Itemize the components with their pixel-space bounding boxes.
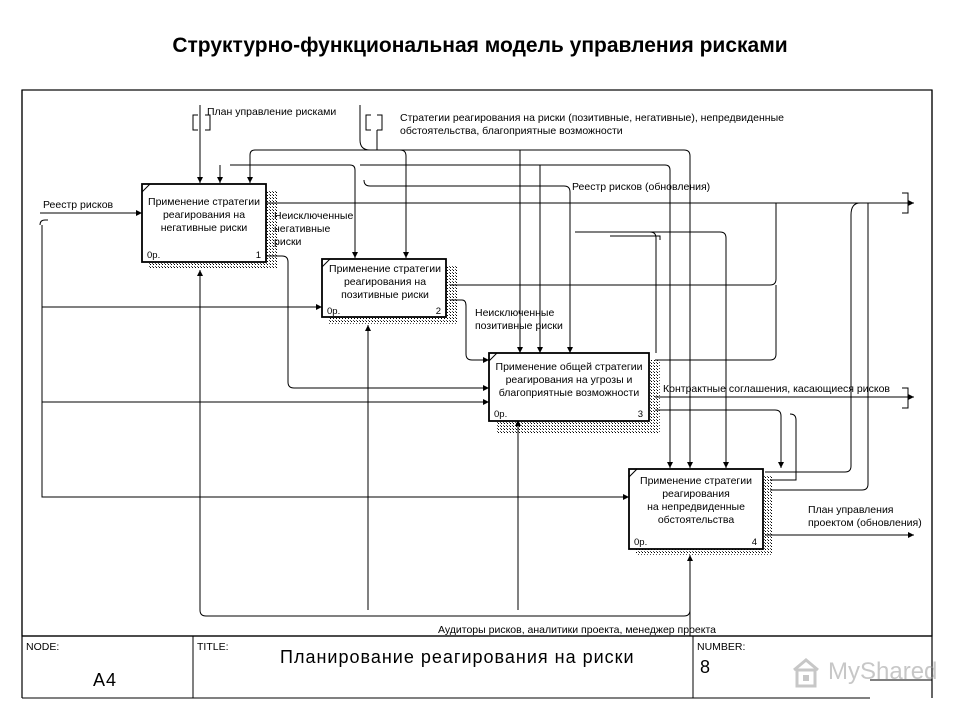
box-4-cost: 0р. [634, 537, 647, 548]
label-neg-remaining-1: Неисключенные [274, 210, 353, 222]
box-3-label-2: реагирования на угрозы и [506, 374, 633, 386]
box-2-label-2: реагирования на [344, 276, 426, 288]
box-2-cost: 0р. [327, 306, 340, 317]
box-4-label-2: реагирования [662, 488, 730, 500]
box-2-label-3: позитивные риски [341, 289, 429, 301]
box-1-label-2: реагирования на [163, 209, 245, 221]
label-pos-remaining-1: Неисключенные [475, 307, 554, 319]
label-neg-remaining-2: негативные [274, 223, 330, 235]
page-title: Структурно-функциональная модель управле… [172, 34, 788, 57]
number-value: 8 [700, 657, 711, 677]
box-3-cost: 0р. [494, 409, 507, 420]
title-value: Планирование реагирования на риски [280, 647, 635, 667]
title-label: TITLE: [197, 641, 229, 653]
watermark: MyShared [788, 654, 937, 694]
box-2-number: 2 [436, 306, 441, 317]
box-4-label-3: на непредвиденные [647, 501, 745, 513]
label-registry-in: Реестр рисков [43, 199, 114, 211]
box-4-number: 4 [752, 537, 757, 548]
watermark-logo-icon [793, 658, 819, 688]
label-plan: План управление рисками [207, 106, 336, 118]
watermark-text: MyShared [828, 658, 938, 685]
arrows [39, 105, 914, 636]
box-3-label-3: благоприятные возможности [499, 387, 640, 399]
box-4-label-4: обстоятельства [658, 514, 735, 526]
box-2-label-1: Применение стратегии [329, 263, 441, 275]
box-1: Применение стратегии реагирования на нег… [141, 183, 267, 263]
box-3: Применение общей стратегии реагирования … [488, 352, 650, 422]
node-label: NODE: [26, 641, 59, 653]
label-strategies-2: обстоятельства, благоприятные возможност… [400, 125, 623, 137]
box-3-label-1: Применение общей стратегии [496, 361, 643, 373]
box-1-label-1: Применение стратегии [148, 196, 260, 208]
label-strategies-1: Стратегии реагирования на риски (позитив… [400, 112, 784, 124]
label-registry-out: Реестр рисков (обновления) [572, 181, 710, 193]
number-label: NUMBER: [697, 641, 745, 653]
box-4-label-1: Применение стратегии [640, 475, 752, 487]
node-value: A4 [93, 670, 117, 690]
diagram-frame [21, 89, 933, 637]
label-neg-remaining-3: риски [274, 236, 302, 248]
box-3-number: 3 [638, 409, 643, 420]
label-mechanisms: Аудиторы рисков, аналитики проекта, мене… [438, 624, 716, 636]
box-2: Применение стратегии реагирования на поз… [321, 258, 447, 318]
box-1-cost: 0р. [147, 250, 160, 261]
box-4: Применение стратегии реагирования на неп… [628, 468, 764, 550]
label-contracts: Контрактные соглашения, касающиеся риско… [663, 383, 890, 395]
label-plan-update-2: проектом (обновления) [808, 517, 922, 529]
title-block: NODE: A4 TITLE: Планирование реагировани… [22, 635, 932, 699]
box-1-number: 1 [256, 250, 261, 261]
label-pos-remaining-2: позитивные риски [475, 320, 563, 332]
label-plan-update-1: План управления [808, 504, 894, 516]
box-1-label-3: негативные риски [161, 222, 248, 234]
